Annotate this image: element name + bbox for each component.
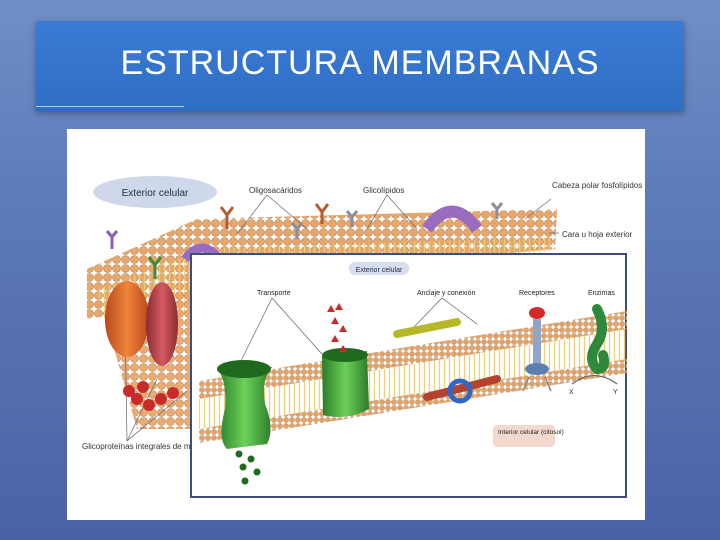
label-glicolipidos: Glicolípidos bbox=[363, 186, 404, 195]
label-cabeza-polar: Cabeza polar fosfolípidos bbox=[552, 181, 642, 190]
glycolipid-arch bbox=[422, 205, 482, 233]
membrane-illustration: Exterior celular Oligosacáridos Glicolíp… bbox=[67, 129, 645, 520]
protein-red bbox=[146, 282, 178, 366]
slide-title: ESTRUCTURA MEMBRANAS bbox=[120, 44, 600, 82]
oligosaccharide-trees bbox=[219, 203, 330, 229]
inset-pointers bbox=[236, 297, 478, 370]
inset-label-enzimas: Enzimas bbox=[588, 290, 615, 297]
receptor-protein bbox=[533, 319, 541, 364]
glycan-green bbox=[147, 256, 163, 279]
anchor-cytoskeleton bbox=[423, 375, 501, 401]
transport-solutes bbox=[327, 303, 347, 352]
glycan-grey bbox=[290, 202, 504, 239]
enzyme-protein bbox=[587, 304, 610, 375]
exterior-bubble: Exterior celular bbox=[93, 176, 217, 208]
label-cara-exterior: Cara u hoja exterior bbox=[562, 230, 633, 239]
inset-label-receptores: Receptores bbox=[519, 290, 555, 297]
inset-label-transporte: Transporte bbox=[257, 290, 291, 297]
inset-label-anclaje: Anclaje y conexión bbox=[417, 290, 475, 297]
label-oligosacaridos: Oligosacáridos bbox=[249, 186, 302, 195]
title-band bbox=[36, 21, 684, 111]
enzyme-substrate: X bbox=[569, 389, 574, 396]
transport-channel bbox=[217, 367, 272, 449]
inset-panel: Exterior celular Transporte Anclaje y co… bbox=[190, 253, 627, 498]
label-glicoproteinas: Glicoproteínas integrales de membrana bbox=[82, 442, 223, 451]
receptor-ligand bbox=[529, 307, 545, 319]
inset-label-exterior: Exterior celular bbox=[356, 267, 403, 274]
transport-carrier bbox=[322, 351, 369, 417]
protein-orange bbox=[105, 281, 149, 357]
transport-released bbox=[235, 450, 261, 485]
title-underline bbox=[36, 106, 184, 107]
enzyme-product: Y bbox=[613, 389, 618, 396]
glycan-purple bbox=[105, 230, 119, 249]
inset-label-interior: Interior celular (citosol) bbox=[498, 429, 564, 436]
cytoskeleton-beads bbox=[123, 381, 179, 411]
anchor-linker bbox=[393, 318, 461, 338]
label-exterior: Exterior celular bbox=[122, 188, 189, 199]
